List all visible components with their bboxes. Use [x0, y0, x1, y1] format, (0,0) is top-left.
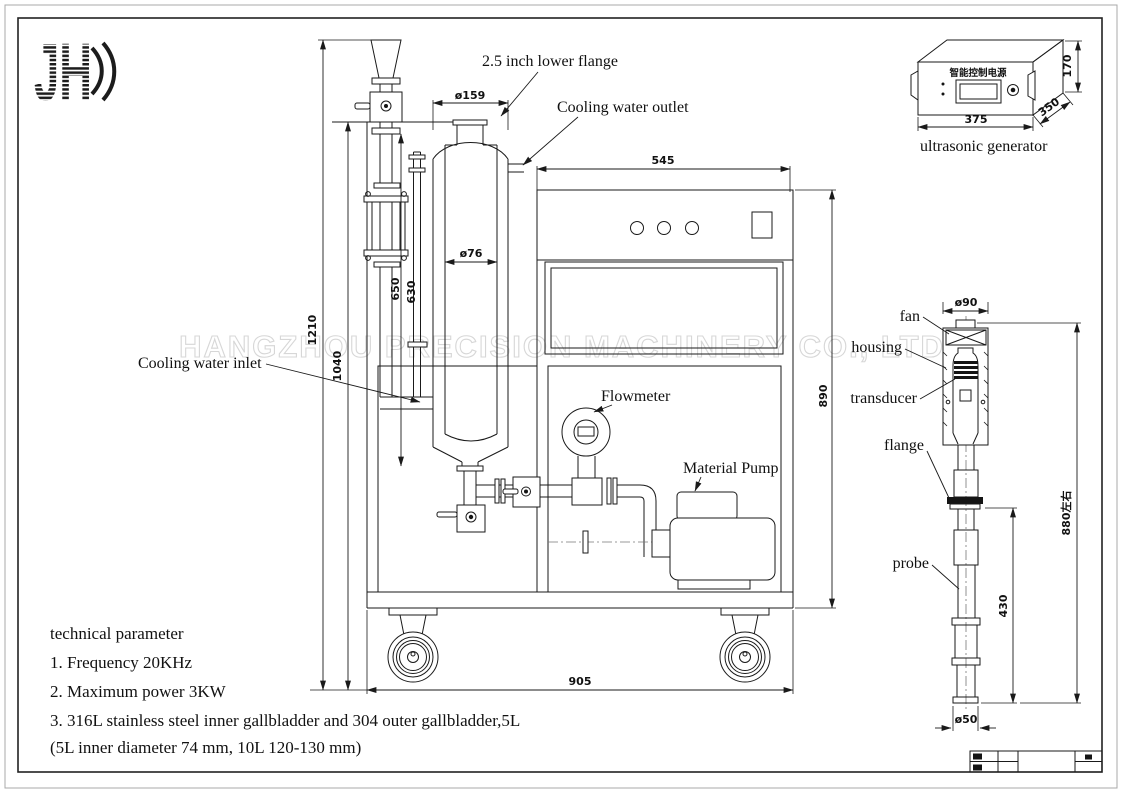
dim-probe-total-length: 880左右 [1059, 491, 1073, 536]
soundwave-icon [90, 46, 104, 96]
tech-param-diameter: (5L inner diameter 74 mm, 10L 120-130 mm… [50, 738, 361, 757]
company-logo: JH [34, 27, 117, 118]
company-watermark: HANGZHOU PRECISION MACHINERY CO., LTD [179, 329, 945, 364]
label-housing: housing [851, 339, 902, 356]
generator-led [941, 82, 945, 86]
main-assembly-view: 1210 1040 650 630 ø159 ø76 545 890 905 [138, 39, 836, 694]
label-lower-flange: 2.5 inch lower flange [482, 53, 618, 70]
technical-parameters: technical parameter 1. Frequency 20KHz 2… [50, 624, 520, 757]
panel-indicator [657, 221, 671, 235]
control-cabinet [536, 189, 794, 592]
vessel [432, 119, 524, 505]
tech-param-power: 2. Maximum power 3KW [50, 682, 227, 701]
dim-vessel-diameter: ø159 [455, 89, 486, 102]
cabinet-window [544, 261, 784, 355]
probe-flange [947, 497, 983, 504]
dim-shell-height: 650 [389, 277, 402, 300]
generator-ear-left [910, 70, 919, 101]
feed-column [354, 39, 433, 410]
generator-panel-text: 智能控制电源 [949, 67, 1007, 79]
probe-callouts: fan housing transducer flange probe [850, 308, 960, 590]
label-ultrasonic-generator: ultrasonic generator [920, 138, 1048, 155]
dim-frame-height: 1040 [331, 350, 344, 381]
dim-cabinet-height: 890 [817, 384, 830, 407]
dim-generator-width: 375 [965, 113, 988, 126]
probe-view: ø90 [850, 296, 1081, 731]
flowmeter [561, 407, 611, 506]
panel-indicator [630, 221, 644, 235]
main-callouts: 2.5 inch lower flange Cooling water outl… [138, 53, 779, 492]
panel-switch [751, 211, 773, 239]
drawing-border [4, 4, 1118, 789]
logo-monogram: JH [34, 27, 92, 118]
dim-cabinet-width: 545 [652, 154, 675, 167]
funnel [370, 39, 402, 79]
main-dimensions: 1210 1040 650 630 ø159 ø76 545 890 905 [306, 39, 836, 694]
transducer-stack [945, 347, 986, 445]
generator-ear-right [1027, 70, 1036, 101]
machine-frame [332, 121, 794, 609]
probe-housing [942, 319, 989, 446]
label-probe: probe [893, 555, 929, 572]
vessel-neck-flange [452, 119, 488, 126]
tech-param-material: 3. 316L stainless steel inner gallbladde… [50, 711, 520, 730]
dim-generator-height: 170 [1061, 54, 1074, 77]
tech-params-title: technical parameter [50, 624, 184, 643]
label-cooling-outlet: Cooling water outlet [557, 99, 689, 116]
label-cooling-inlet: Cooling water inlet [138, 355, 262, 372]
generator-screen [955, 79, 1002, 104]
process-piping [436, 407, 660, 557]
cooling-inlet-pipe [407, 151, 428, 397]
dim-probe-tip-diameter: ø50 [955, 713, 978, 726]
label-flange: flange [884, 437, 924, 454]
caster-wheel-right [719, 607, 771, 683]
fan-box [945, 329, 987, 346]
panel-indicator [685, 221, 699, 235]
dim-probe-length: 430 [997, 594, 1010, 617]
caster-wheel-left [387, 607, 439, 683]
dim-base-width: 905 [569, 675, 592, 688]
label-transducer: transducer [850, 390, 917, 407]
generator-led [941, 92, 945, 96]
dim-tube-height: 630 [405, 280, 418, 303]
probe-shaft [947, 444, 983, 704]
label-flowmeter: Flowmeter [601, 388, 671, 405]
material-pump [651, 491, 776, 590]
dim-generator-depth: 350 [1036, 95, 1062, 119]
title-block [969, 750, 1103, 773]
tech-param-frequency: 1. Frequency 20KHz [50, 653, 193, 672]
label-fan: fan [900, 308, 920, 325]
generator-knob [1007, 84, 1019, 96]
dim-inner-tube-diameter: ø76 [460, 247, 483, 260]
label-material-pump: Material Pump [683, 460, 779, 477]
dim-total-height: 1210 [306, 314, 319, 345]
soundwave-icon [101, 41, 117, 102]
dim-probe-top-diameter: ø90 [955, 296, 978, 309]
generator-view: 智能控制电源 375 350 170 ultrasonic generator [910, 39, 1082, 155]
